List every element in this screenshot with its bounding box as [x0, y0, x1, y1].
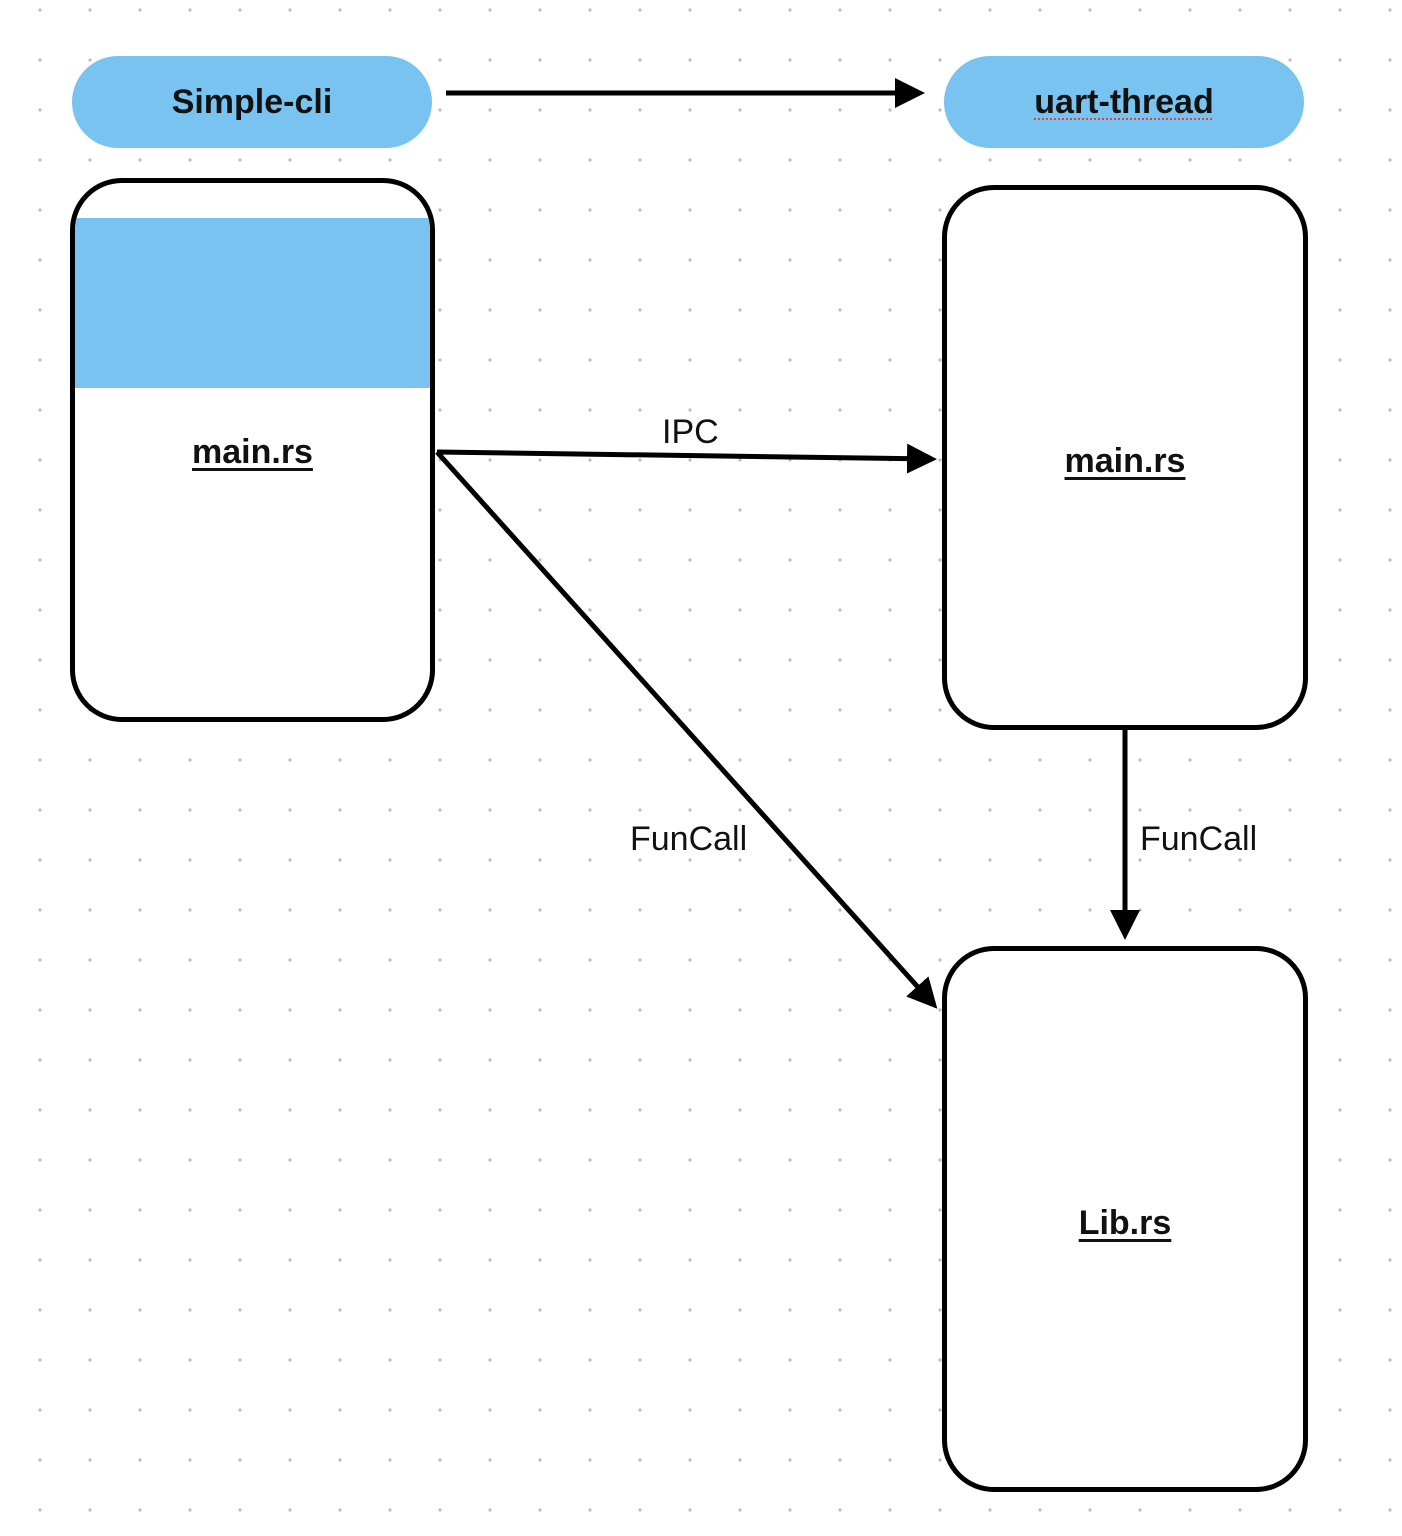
- funcall-label-right: FunCall: [1140, 820, 1258, 858]
- uart-main-box[interactable]: main.rs: [942, 185, 1308, 730]
- cli-main-box[interactable]: main.rs: [70, 178, 435, 722]
- ipc-arrow[interactable]: [436, 443, 937, 474]
- ipc-label: IPC: [662, 413, 719, 451]
- funcall-arrow-cli-to-lib[interactable]: [435, 450, 938, 1009]
- funcall-label-left: FunCall: [630, 820, 748, 858]
- cli-main-highlight-band: [75, 218, 430, 388]
- simple-cli-header[interactable]: Simple-cli: [72, 56, 432, 148]
- uart-thread-label: uart-thread: [1034, 82, 1214, 121]
- lib-label: Lib.rs: [1078, 1204, 1172, 1242]
- uart-thread-header[interactable]: uart-thread: [944, 56, 1304, 148]
- uart-main-label: main.rs: [1064, 442, 1186, 480]
- simple-cli-label: Simple-cli: [171, 82, 333, 121]
- cli-main-label: main.rs: [192, 433, 313, 471]
- lib-box[interactable]: Lib.rs: [942, 946, 1308, 1492]
